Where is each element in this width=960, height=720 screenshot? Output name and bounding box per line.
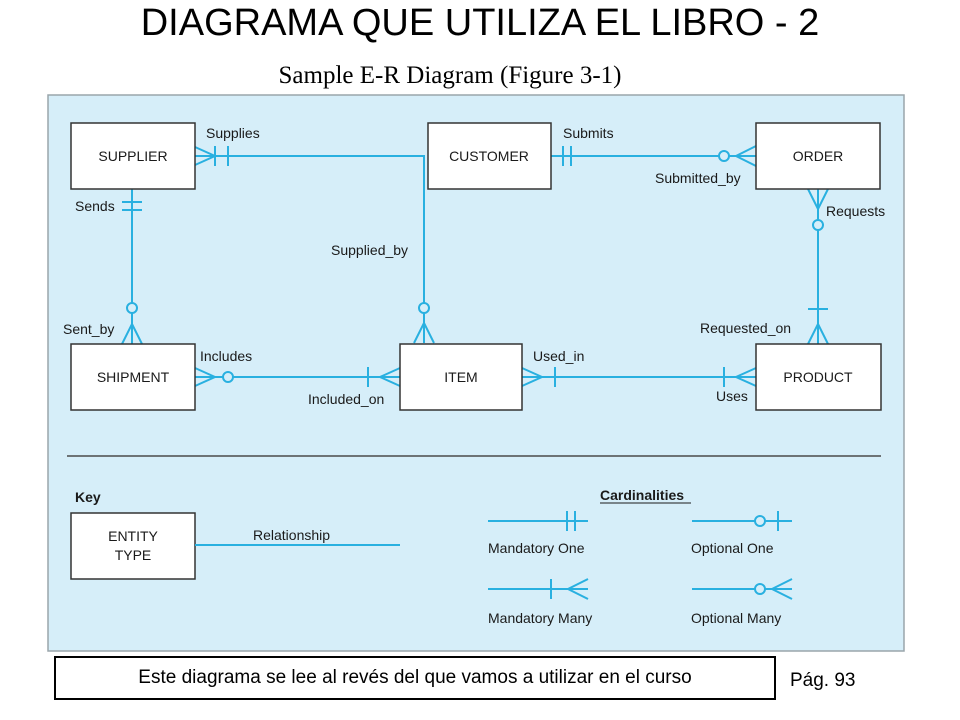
key-entity-line2: TYPE: [115, 547, 152, 563]
optional-many-icon: [692, 578, 793, 600]
sent-by-label: Sent_by: [63, 321, 114, 337]
shipment-optional-many-icon: [121, 302, 143, 345]
order-crowfoot-icon: [807, 188, 829, 231]
shipment-entity: [70, 343, 196, 411]
note-text: Este diagrama se lee al revés del que va…: [138, 667, 692, 688]
customer-entity: [427, 122, 552, 190]
note-box: Este diagrama se lee al revés del que va…: [54, 656, 776, 700]
optional-one-icon: [692, 511, 792, 531]
cardinalities-heading: Cardinalities: [600, 487, 684, 503]
supplier-label: SUPPLIER: [98, 148, 167, 164]
entity-boxes: [70, 122, 882, 411]
item-crowfoot-left-icon: [367, 367, 401, 387]
included-on-label: Included_on: [308, 391, 384, 407]
submitted-by-label: Submitted_by: [655, 170, 741, 186]
shipment-crowfoot-icon: [194, 367, 234, 387]
key-entity-box: [70, 512, 196, 580]
relationship-lines: [121, 145, 829, 387]
mandatory-one-icon: [488, 511, 588, 531]
uses-label: Uses: [716, 388, 748, 404]
product-crowfoot-left-icon: [723, 367, 757, 387]
page-number: Pág. 93: [790, 670, 856, 691]
order-entity: [755, 122, 881, 190]
includes-label: Includes: [200, 348, 252, 364]
supplied-by-label: Supplied_by: [331, 242, 408, 258]
requested-on-label: Requested_on: [700, 320, 791, 336]
item-label: ITEM: [444, 369, 477, 385]
sends-label: Sends: [75, 198, 115, 214]
order-label: ORDER: [793, 148, 844, 164]
supplier-item-line: [195, 155, 425, 343]
key-entity-line1: ENTITY: [108, 528, 158, 544]
order-optional-many-icon: [718, 145, 757, 167]
slide-title: DIAGRAMA QUE UTILIZA EL LIBRO - 2: [140, 2, 820, 44]
submits-label: Submits: [563, 125, 614, 141]
item-optional-many-icon: [413, 302, 435, 344]
supplies-label: Supplies: [206, 125, 260, 141]
supplier-mandatory-one-icon: [122, 201, 142, 211]
product-label: PRODUCT: [783, 369, 853, 385]
item-entity: [399, 343, 523, 411]
figure-subtitle: Sample E-R Diagram (Figure 3-1): [278, 62, 622, 89]
key-relationship-label: Relationship: [253, 527, 330, 543]
mandatory-many-label: Mandatory Many: [488, 610, 592, 626]
key-heading: Key: [75, 489, 101, 505]
used-in-label: Used_in: [533, 348, 584, 364]
customer-mandatory-one-icon: [562, 146, 572, 166]
mandatory-one-label: Mandatory One: [488, 540, 585, 556]
product-crowfoot-icon: [807, 308, 829, 345]
optional-many-label: Optional Many: [691, 610, 781, 626]
supplier-entity: [70, 122, 196, 190]
optional-one-label: Optional One: [691, 540, 774, 556]
requests-label: Requests: [826, 203, 885, 219]
customer-label: CUSTOMER: [449, 148, 529, 164]
shipment-label: SHIPMENT: [97, 369, 170, 385]
supplier-crowfoot-icon: [194, 146, 229, 166]
product-entity: [755, 343, 882, 411]
mandatory-many-icon: [488, 578, 589, 600]
item-crowfoot-right-icon: [521, 367, 556, 387]
